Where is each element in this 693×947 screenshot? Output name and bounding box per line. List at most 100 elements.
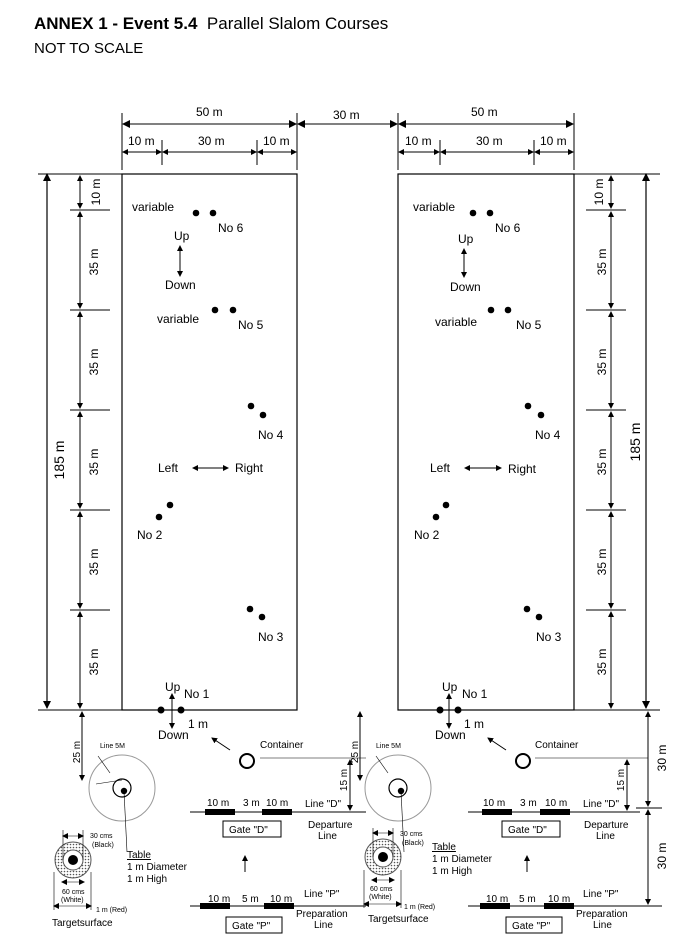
- dim-50m-left: 50 m: [196, 105, 223, 119]
- targetsurface-label-r: Targetsurface: [368, 914, 429, 925]
- container-circle: [239, 753, 255, 769]
- dim-10m-top-right: 10 m: [592, 179, 606, 206]
- white-label: (White): [61, 897, 84, 904]
- dim-15m-left: 15 m: [339, 769, 350, 791]
- container-label-r: Container: [535, 740, 579, 751]
- lower-left-area: 25 m Line 5M Container 15 m 10 m 3 m 10 …: [52, 711, 366, 934]
- departure-label-1: Departure: [308, 820, 353, 831]
- marker-1b: [177, 706, 185, 714]
- course-right: [397, 173, 575, 711]
- gate-p-10m-a: 10 m: [208, 894, 230, 905]
- dim-30m-gap: 30 m: [333, 108, 360, 122]
- red-label-r: 1 m (Red): [404, 904, 435, 911]
- right-vertical-dimensions: 185 m 10 m 35 m 35 m 35 m 35 m 35 m: [574, 173, 660, 711]
- dim-185m-left: 185 m: [51, 441, 67, 480]
- label-no5r: No 5: [516, 318, 542, 332]
- course-left: [121, 173, 298, 711]
- dim-30m-lower-1: 30 m: [655, 745, 669, 772]
- gate-p-10m-b-r: 10 m: [548, 894, 570, 905]
- line-5m-circle: [88, 754, 156, 822]
- gate-d-box: [222, 820, 282, 838]
- dim-35m-left-1: 35 m: [87, 249, 101, 276]
- gate-p-5m: 5 m: [242, 894, 259, 905]
- right-label-r: Right: [508, 462, 537, 476]
- dim-35m-right-1: 35 m: [595, 249, 609, 276]
- marker-4a: [247, 402, 255, 410]
- label-1m: 1 m: [188, 717, 208, 731]
- cms60-label: 60 cms: [62, 889, 85, 896]
- line-d-label-r: Line "D": [583, 799, 619, 810]
- gate-p-10m-b: 10 m: [270, 894, 292, 905]
- marker-5a: [211, 306, 219, 314]
- dim-10m-top-left: 10 m: [89, 179, 103, 206]
- gate-p-5m-r: 5 m: [519, 894, 536, 905]
- title-bold: ANNEX 1 - Event 5.4: [34, 14, 198, 33]
- dim-10m-l1: 10 m: [128, 134, 155, 148]
- lower-right-area: 25 m Line 5M Container 15 m 30 m 30 m 10…: [350, 711, 669, 934]
- course-left-markers: variable No 6 Up Down variable No 5 No 4…: [132, 200, 284, 742]
- gate-p-box-r: [505, 916, 563, 934]
- dim-10m-r2: 10 m: [540, 134, 567, 148]
- start-down-label-r: Down: [435, 728, 466, 742]
- up-label-r: Up: [458, 232, 474, 246]
- white-label-r: (White): [369, 894, 392, 901]
- dim-35m-right-2: 35 m: [595, 349, 609, 376]
- marker-6a: [192, 209, 200, 217]
- marker-3b: [258, 613, 266, 621]
- dim-35m-left-5: 35 m: [87, 649, 101, 676]
- dim-15m-right: 15 m: [616, 769, 627, 791]
- label-no1: No 1: [184, 687, 210, 701]
- down-label-r: Down: [450, 280, 481, 294]
- line-p-label-r: Line "P": [583, 889, 619, 900]
- variable-label-5r: variable: [435, 315, 477, 329]
- black-label: (Black): [92, 842, 114, 849]
- line5m-label-r: Line 5M: [376, 743, 401, 750]
- departure-label-2r: Line: [596, 831, 615, 842]
- start-down-label: Down: [158, 728, 189, 742]
- label-no3: No 3: [258, 630, 284, 644]
- line5m-label: Line 5M: [100, 743, 125, 750]
- dim-35m-left-3: 35 m: [87, 449, 101, 476]
- up-label: Up: [174, 229, 190, 243]
- down-label: Down: [165, 278, 196, 292]
- gate-p-box: [225, 916, 283, 934]
- table-label-r: Table: [432, 842, 456, 853]
- label-no6: No 6: [218, 221, 244, 235]
- dim-25m-right: 25 m: [350, 741, 361, 763]
- preparation-label-1: Preparation: [296, 909, 348, 920]
- target-bullseye: [68, 855, 78, 865]
- gate-d-box-r: [501, 820, 561, 838]
- preparation-label-2r: Line: [593, 920, 612, 931]
- high-label: 1 m High: [127, 874, 167, 885]
- gate-d-10m-a: 10 m: [207, 798, 229, 809]
- cms60-label-r: 60 cms: [370, 886, 393, 893]
- high-label-r: 1 m High: [432, 866, 472, 877]
- variable-label-5: variable: [157, 312, 199, 326]
- departure-label-2: Line: [318, 831, 337, 842]
- title-rest: Parallel Slalom Courses: [206, 14, 389, 33]
- left-label-r: Left: [430, 461, 451, 475]
- preparation-label-2: Line: [314, 920, 333, 931]
- cms30-label-r: 30 cms: [400, 831, 423, 838]
- gate-p-label-r: Gate "P": [512, 921, 551, 932]
- dim-30m-l: 30 m: [198, 134, 225, 148]
- cms30-label: 30 cms: [90, 833, 113, 840]
- marker-5b: [229, 306, 237, 314]
- page-subtitle: NOT TO SCALE: [34, 40, 144, 57]
- marker-2a: [166, 501, 174, 509]
- dim-30m-lower-2: 30 m: [655, 843, 669, 870]
- marker-6b: [209, 209, 217, 217]
- dim-35m-right-3: 35 m: [595, 449, 609, 476]
- dim-35m-right-4: 35 m: [595, 549, 609, 576]
- label-no2r: No 2: [414, 528, 440, 542]
- dim-185m-right: 185 m: [627, 423, 643, 462]
- course-right-markers: variable No 6 Up Down variable No 5 No 4…: [413, 200, 562, 742]
- line-d-label: Line "D": [305, 799, 341, 810]
- label-no2: No 2: [137, 528, 163, 542]
- preparation-label-1r: Preparation: [576, 909, 628, 920]
- departure-label-1r: Departure: [584, 820, 629, 831]
- gate-p-10m-a-r: 10 m: [486, 894, 508, 905]
- red-label: 1 m (Red): [96, 907, 127, 914]
- variable-label-6r: variable: [413, 200, 455, 214]
